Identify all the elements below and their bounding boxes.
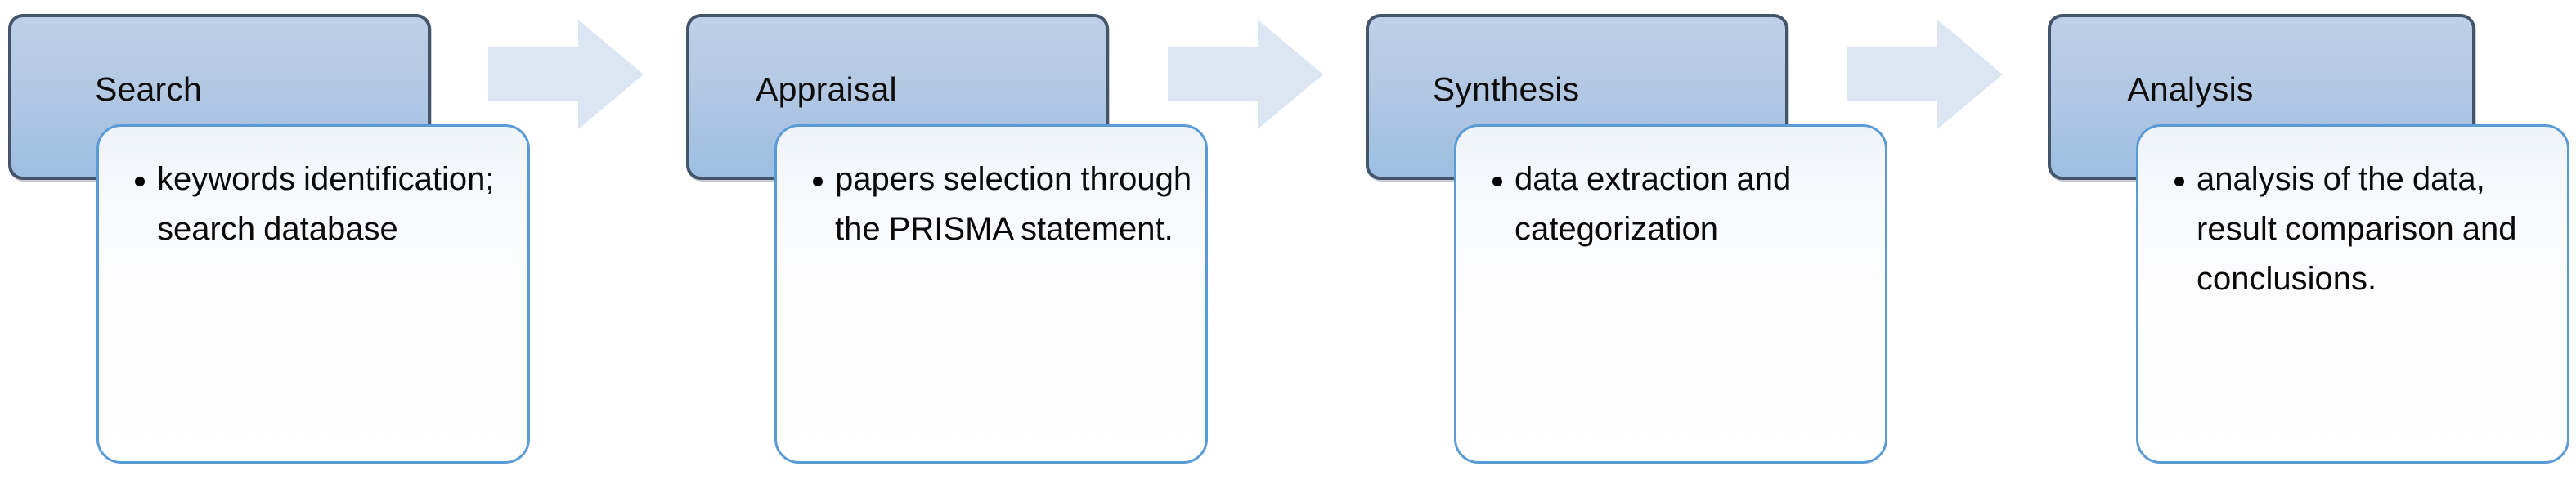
right-arrow-icon [1847,13,2003,136]
stage-synthesis: Synthesis data extraction and categoriza… [1366,0,1905,480]
stage-search: Search keywords identification; search d… [8,0,548,480]
stage-card-synthesis[interactable]: data extraction and categorization [1454,124,1887,464]
list-item: papers selection through the PRISMA stat… [813,155,1192,254]
stage-card-analysis[interactable]: analysis of the data, result comparison … [2136,124,2569,464]
right-arrow-icon [488,13,644,136]
stage-title-appraisal: Appraisal [756,70,897,108]
list-item: data extraction and categorization [1492,155,1872,254]
list-item: keywords identification; search database [135,155,514,254]
stage-card-appraisal[interactable]: papers selection through the PRISMA stat… [774,124,1208,464]
stage-bullet-list-synthesis: data extraction and categorization [1456,127,1885,254]
stage-appraisal: Appraisal papers selection through the P… [686,0,1226,480]
stage-title-synthesis: Synthesis [1432,70,1580,108]
stage-bullet-list-search: keywords identification; search database [99,127,527,254]
stage-bullet-list-analysis: analysis of the data, result comparison … [2138,127,2567,304]
stage-title-search: Search [94,70,203,108]
right-arrow-icon [1168,13,1323,136]
stage-title-analysis: Analysis [2127,70,2254,108]
list-item: analysis of the data, result comparison … [2174,155,2554,304]
stage-bullet-list-appraisal: papers selection through the PRISMA stat… [777,127,1205,254]
stage-analysis: Analysis analysis of the data, result co… [2048,0,2569,480]
stage-card-search[interactable]: keywords identification; search database [96,124,530,464]
